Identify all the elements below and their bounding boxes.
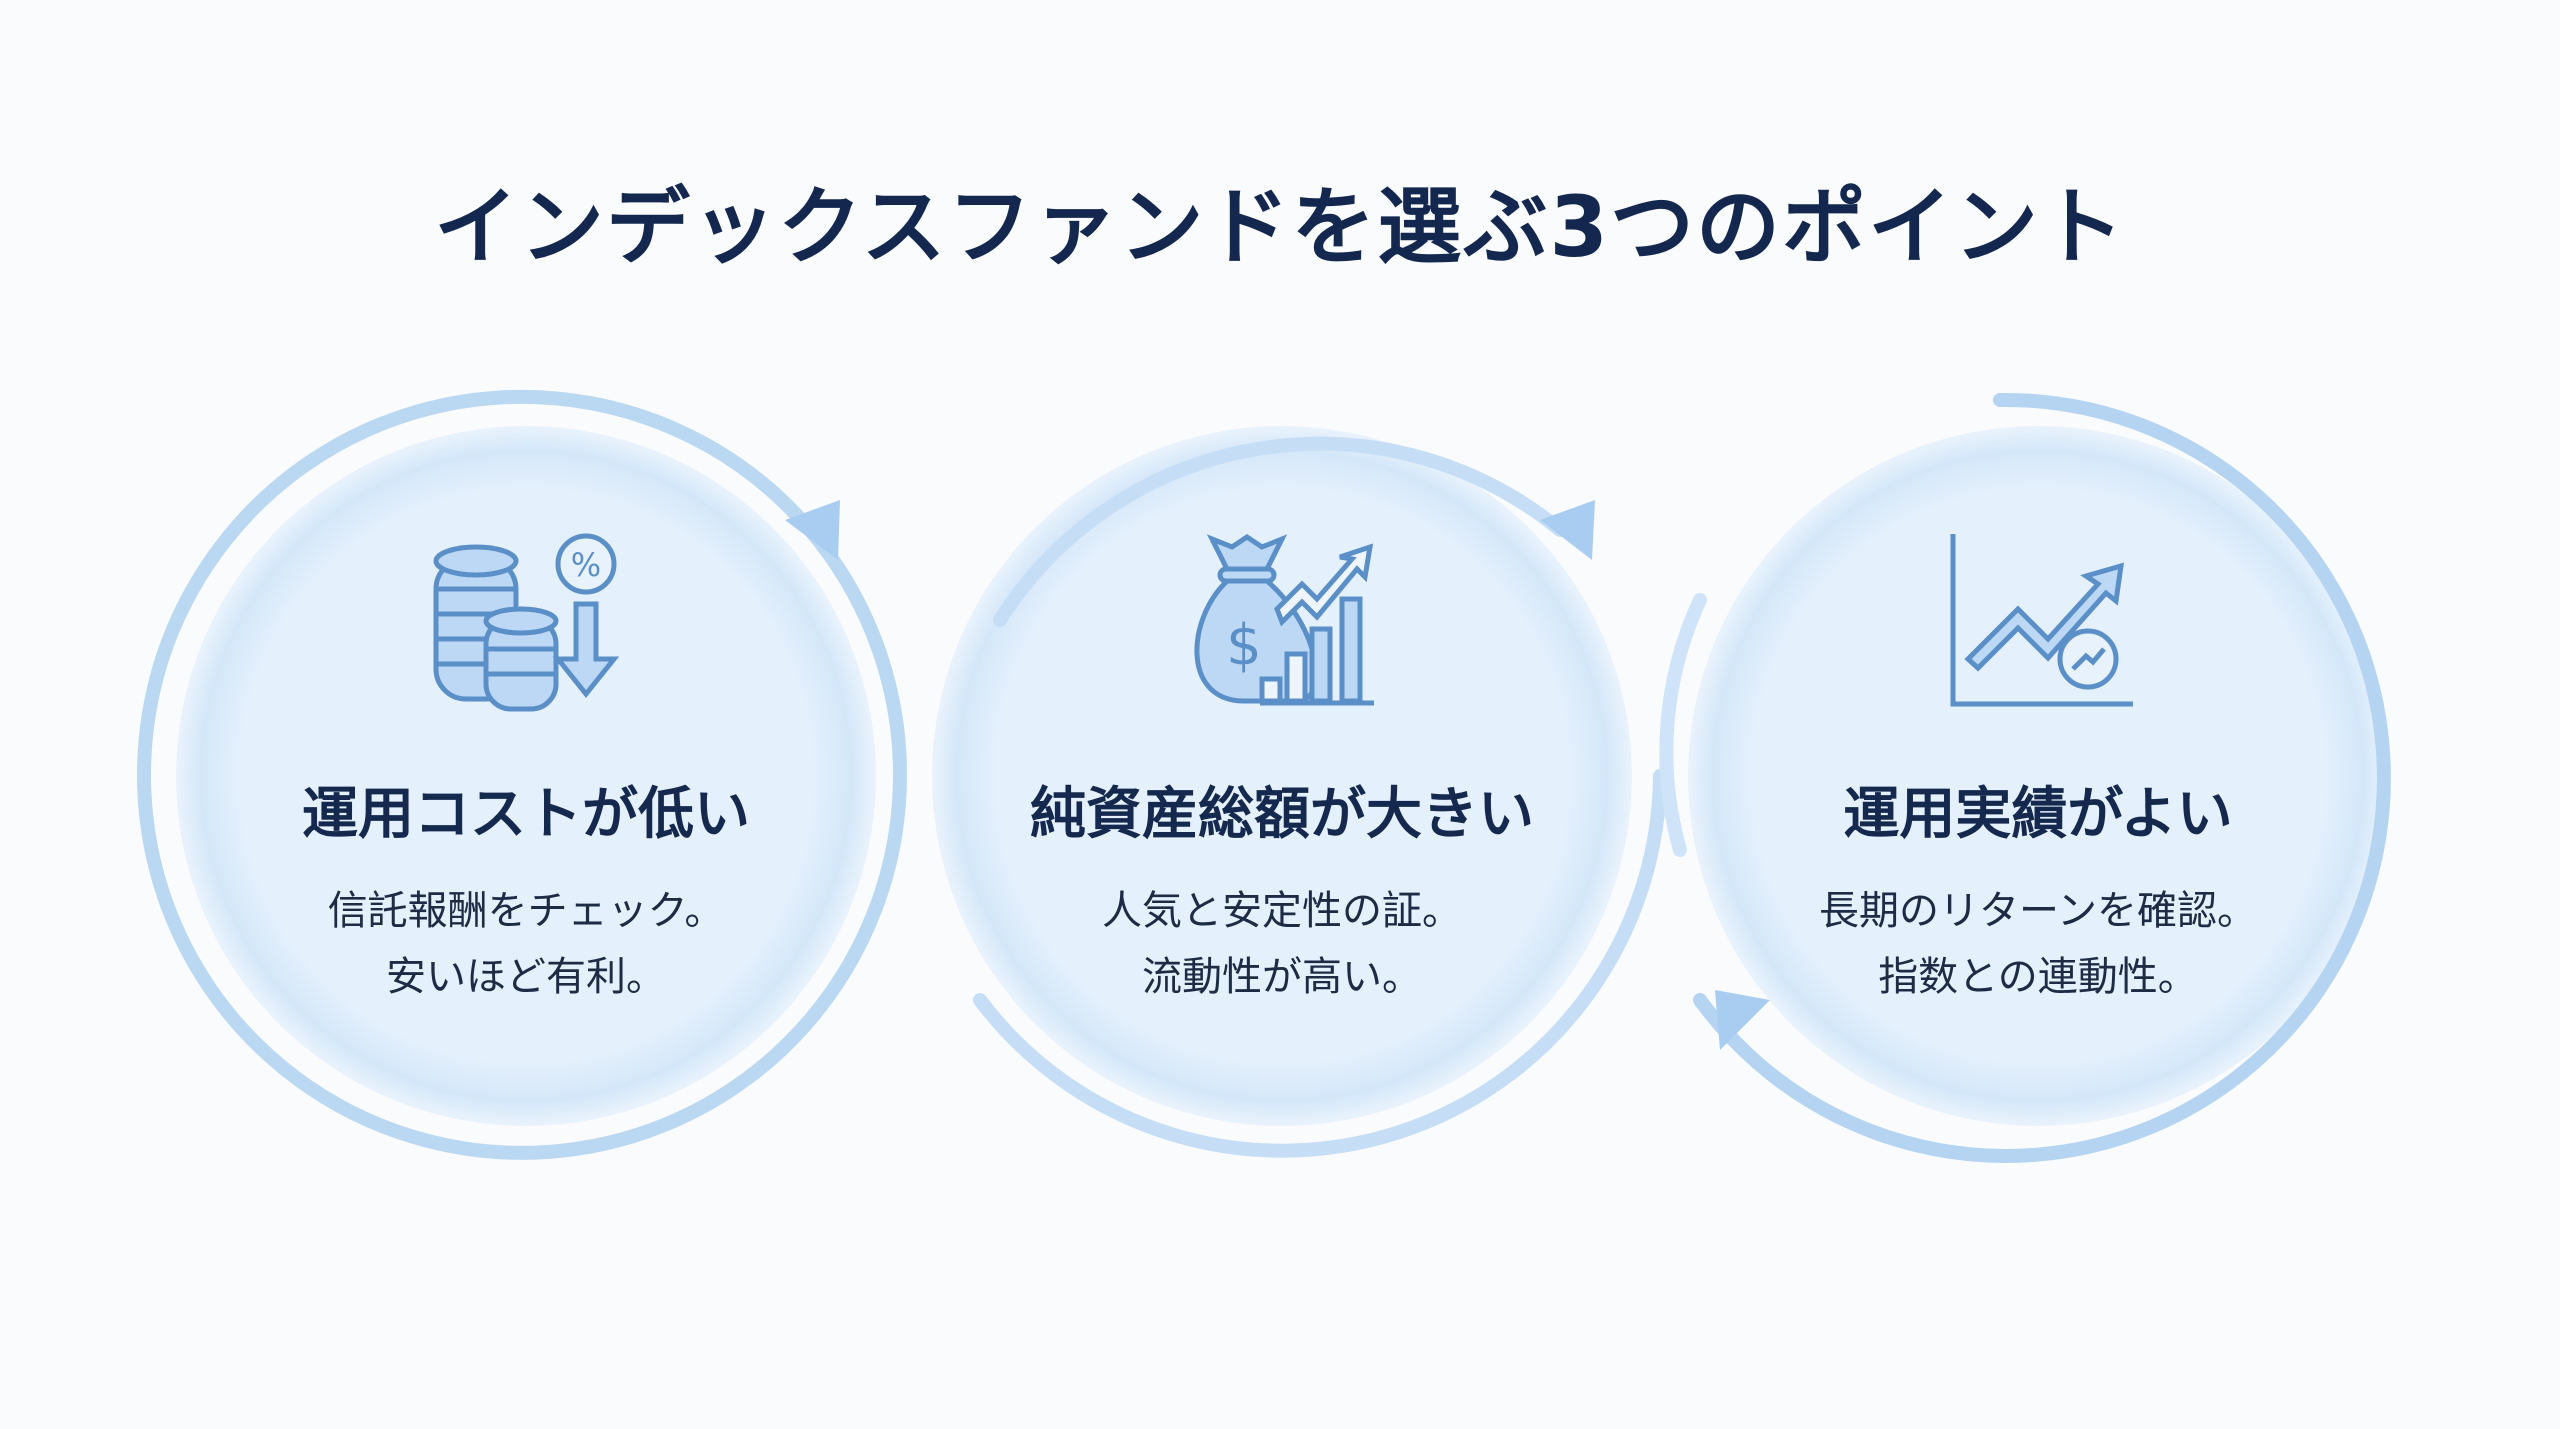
- line-chart-up-icon: [1950, 534, 2133, 707]
- point-card-assets: $ 純資産総額が大きい 人気と安定性の証。 流動性が高い。: [955, 449, 1609, 1103]
- point-heading: 運用実績がよい: [1843, 782, 2233, 847]
- description-line: 長期のリターンを確認。: [1819, 888, 2257, 934]
- point-heading: 運用コストが低い: [302, 782, 750, 847]
- description-line: 流動性が高い。: [1142, 954, 1422, 1000]
- description-line: 安いほど有利。: [386, 954, 666, 1000]
- money-bag-growth-icon: $: [1194, 533, 1374, 706]
- point-description: 人気と安定性の証。 流動性が高い。: [1102, 878, 1462, 1010]
- coins-percent-down-icon: %: [433, 533, 620, 712]
- page-title: インデックスファンドを選ぶ3つのポイント: [434, 178, 2126, 276]
- svg-text:$: $: [1226, 613, 1262, 678]
- point-card-performance: 運用実績がよい 長期のリターンを確認。 指数との連動性。: [1711, 449, 2365, 1103]
- point-description: 長期のリターンを確認。 指数との連動性。: [1819, 878, 2257, 1010]
- description-line: 人気と安定性の証。: [1102, 888, 1462, 934]
- description-line: 指数との連動性。: [1878, 954, 2198, 1000]
- point-description: 信託報酬をチェック。 安いほど有利。: [328, 878, 725, 1010]
- svg-text:%: %: [571, 546, 601, 584]
- point-heading: 純資産総額が大きい: [1030, 782, 1534, 847]
- point-card-cost: % 運用コストが低い 信託報酬をチェック。 安いほど有利。: [199, 449, 853, 1103]
- description-line: 信託報酬をチェック。: [327, 888, 725, 934]
